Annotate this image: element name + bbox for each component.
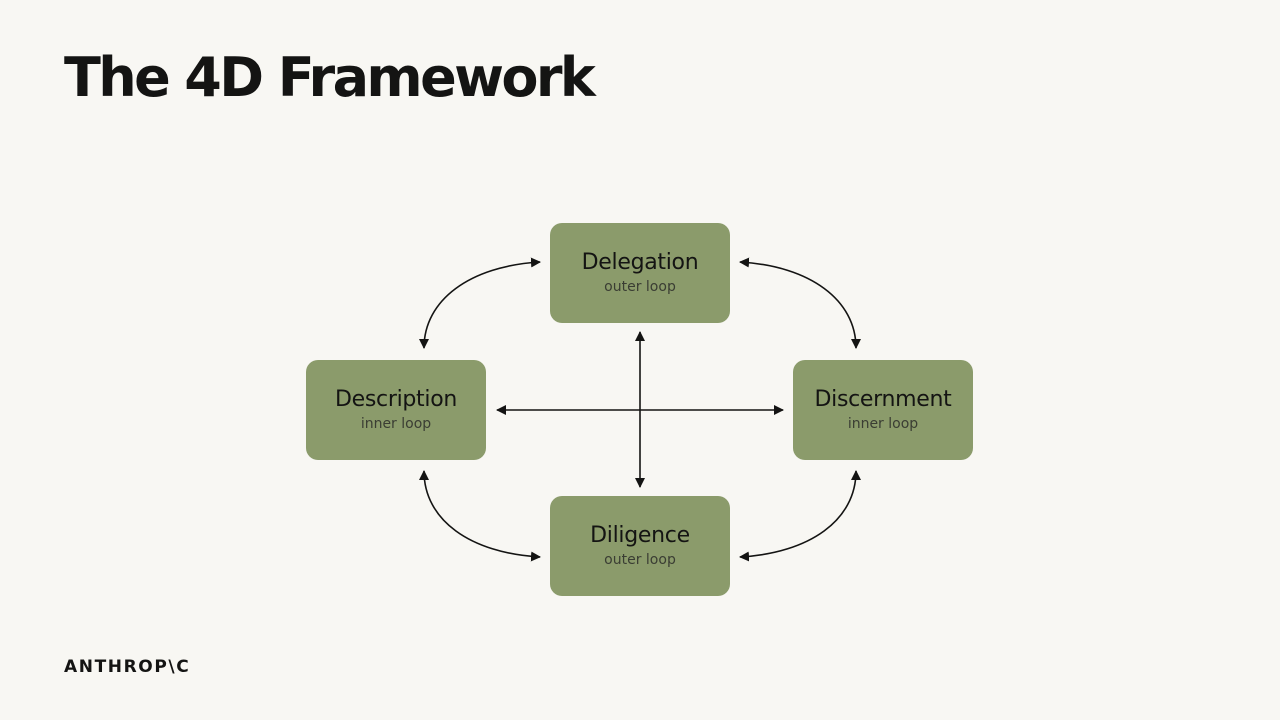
arrow-delegation-discernment xyxy=(739,257,861,349)
node-delegation-subtitle: outer loop xyxy=(604,279,676,296)
node-description-title: Description xyxy=(335,386,457,412)
node-diligence-title: Diligence xyxy=(590,522,690,548)
node-delegation: Delegation outer loop xyxy=(550,223,730,323)
node-discernment-subtitle: inner loop xyxy=(847,416,919,433)
node-delegation-title: Delegation xyxy=(581,249,699,275)
company-logo: ANTHROP\C xyxy=(64,657,191,677)
arrow-diligence-discernment xyxy=(739,470,861,562)
node-discernment-title: Discernment xyxy=(814,386,952,412)
slide-title: The 4D Framework xyxy=(64,46,596,109)
arrow-description-diligence xyxy=(419,470,541,562)
node-diligence-subtitle: outer loop xyxy=(604,552,676,569)
arrow-description-delegation xyxy=(419,257,541,349)
node-description-subtitle: inner loop xyxy=(360,416,432,433)
node-discernment: Discernment inner loop xyxy=(793,360,973,460)
node-description: Description inner loop xyxy=(306,360,486,460)
node-diligence: Diligence outer loop xyxy=(550,496,730,596)
